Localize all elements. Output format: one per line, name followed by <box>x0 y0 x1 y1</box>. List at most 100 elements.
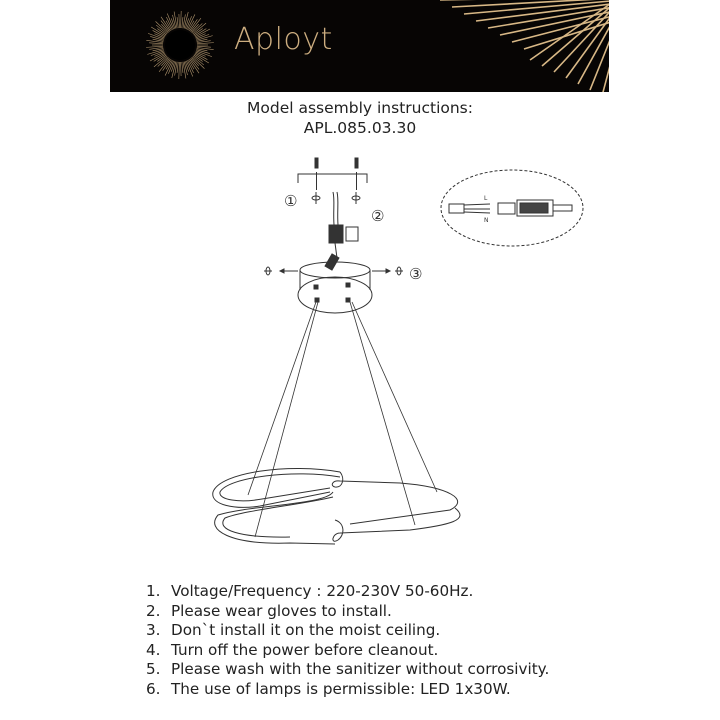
sunburst-logo-icon <box>146 0 609 92</box>
sunburst-ray <box>183 61 188 76</box>
sunburst-ray <box>195 51 206 57</box>
sunburst-ray <box>161 23 169 33</box>
sunburst-ray <box>192 23 203 34</box>
sunburst-ray <box>475 3 609 22</box>
sunburst-ray <box>188 20 195 31</box>
screw-rotate-icon <box>395 266 403 276</box>
step-text: Turn off the power before cleanout. <box>171 640 439 659</box>
sunburst-ray <box>180 11 182 29</box>
sunburst-ray <box>164 60 173 76</box>
step-text: Don`t install it on the moist ceiling. <box>171 621 441 640</box>
sunburst-ray <box>187 14 196 30</box>
sunburst-ray <box>153 55 168 68</box>
sunburst-ray <box>178 61 180 79</box>
assembly-diagram: ① ② ③ <box>212 157 584 545</box>
sunburst-ray <box>152 48 164 52</box>
callout-2: ② <box>371 207 384 225</box>
sunburst-ray <box>196 42 214 45</box>
sunburst-ray <box>173 11 178 29</box>
sunburst-ray <box>157 28 167 36</box>
sunburst-ray <box>195 34 210 40</box>
sunburst-ray <box>602 66 609 92</box>
step-text: Voltage/Frequency : 220-230V 50-60Hz. <box>171 582 474 600</box>
sunburst-ray <box>196 40 211 43</box>
sunburst-ray <box>190 58 200 70</box>
list-item: 2.Please wear gloves to install. <box>146 602 549 622</box>
list-item: 4.Turn off the power before cleanout. <box>146 641 549 661</box>
sunburst-ray <box>152 30 166 38</box>
screw-rotate-icon <box>351 192 361 204</box>
sunburst-ray <box>193 28 203 36</box>
sunburst-ray <box>174 61 178 76</box>
step-text: The use of lamps is permissible: LED 1x3… <box>171 679 511 698</box>
sunburst-ray <box>194 28 211 38</box>
sunburst-ray <box>168 60 174 74</box>
sunburst-ray <box>165 20 172 31</box>
sunburst-ray <box>154 51 165 57</box>
sunburst-ray <box>196 48 208 52</box>
sunburst-ray <box>184 61 189 72</box>
sunburst-ray <box>182 14 186 29</box>
sunburst-ray <box>162 58 171 71</box>
sunburst-ray <box>451 0 597 8</box>
sunburst-ray <box>196 38 208 42</box>
sunburst-ray <box>188 59 195 70</box>
instructions-list: 1.Voltage/Frequency : 220-230V 50-60Hz. … <box>146 582 549 700</box>
sunburst-ray <box>181 17 184 29</box>
sunburst-ray <box>160 20 170 32</box>
wire-label-neutral: N <box>484 217 489 224</box>
sunburst-ray <box>166 13 174 30</box>
brand-banner: Aployt <box>110 0 609 92</box>
sunburst-ray <box>186 60 194 77</box>
sunburst-ray <box>196 47 214 51</box>
sunburst-ray <box>181 61 184 73</box>
page-title: Model assembly instructions: <box>247 99 473 117</box>
sunburst-ray <box>149 52 166 62</box>
canopy <box>264 261 403 314</box>
sunburst-ray <box>183 11 189 29</box>
sunburst-ray <box>194 28 207 37</box>
step-number: 2. <box>146 601 161 620</box>
sunburst-ray <box>192 22 207 35</box>
sunburst-ray <box>152 38 164 42</box>
step-number: 3. <box>146 621 161 640</box>
sunburst-ray <box>191 23 199 33</box>
sunburst-ray <box>196 35 213 41</box>
sunburst-ray <box>160 16 171 32</box>
sunburst-ray <box>192 56 205 69</box>
sunburst-ray <box>193 54 203 62</box>
sunburst-ray <box>147 49 164 55</box>
wiring-detail-inset: L N <box>440 169 584 247</box>
mounting-bracket <box>297 157 368 204</box>
sunburst-ray <box>577 26 609 85</box>
brand-logo-text: Aployt <box>234 22 333 57</box>
sunburst-ray <box>165 59 172 70</box>
sunburst-ray <box>166 17 173 30</box>
sunburst-ray <box>157 54 167 62</box>
sunburst-ray <box>187 60 194 73</box>
sunburst-ray <box>171 61 176 72</box>
step-text: Please wash with the sanitizer without c… <box>171 660 550 679</box>
sunburst-ray <box>192 55 204 66</box>
sunburst-ray <box>186 16 192 30</box>
step-number: 5. <box>146 660 161 679</box>
sunburst-ray <box>194 52 208 60</box>
sunburst-ray <box>149 47 164 50</box>
sunburst-ray <box>565 17 609 79</box>
sunburst-ray <box>553 11 609 73</box>
sunburst-ray <box>195 50 213 57</box>
callout-1: ① <box>284 192 297 210</box>
sunburst-ray <box>184 18 189 29</box>
sunburst-ray <box>153 53 166 62</box>
sunburst-ray <box>158 58 170 72</box>
sunburst-ray <box>191 57 199 67</box>
terminal-block <box>324 191 359 271</box>
sunburst-ray <box>196 45 211 48</box>
sunburst-ray <box>171 61 177 79</box>
callout-3: ③ <box>409 265 422 283</box>
list-item: 5. Please wash with the sanitizer without… <box>146 660 549 680</box>
sunburst-ray <box>147 33 165 40</box>
sunburst-ray <box>176 17 179 29</box>
suspension-cables <box>247 301 438 538</box>
sunburst-ray <box>146 39 164 43</box>
